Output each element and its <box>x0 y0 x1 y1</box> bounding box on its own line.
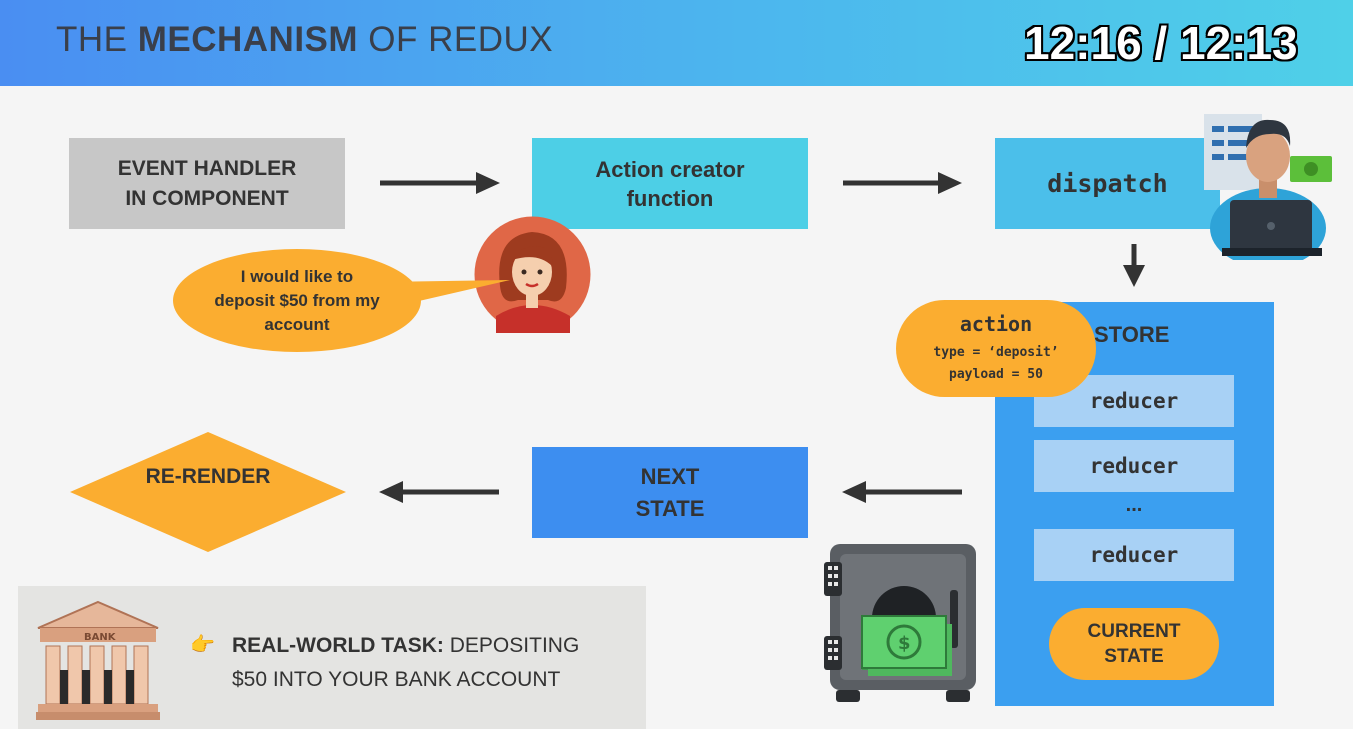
event-handler-box: EVENT HANDLER IN COMPONENT <box>69 138 345 229</box>
event-handler-line1: EVENT HANDLER <box>117 156 297 180</box>
header-banner <box>0 0 1353 86</box>
next-state-box: NEXT STATE <box>532 447 808 538</box>
task-label: REAL-WORLD TASK: <box>232 634 444 657</box>
action-creator-line2: function <box>626 185 714 211</box>
arrow-event-to-action <box>380 172 500 194</box>
vault-icon: $ <box>824 544 976 702</box>
action-object-bubble: action type = ‘deposit’ payload = 50 <box>896 300 1096 397</box>
reducer-ellipsis: ... <box>1125 494 1143 516</box>
arrow-store-to-next-state <box>842 481 962 503</box>
rerender-diamond <box>70 432 346 552</box>
page-title: THE MECHANISM OF REDUX <box>56 20 554 59</box>
speech-line1: I would like to <box>240 266 354 286</box>
reducer-2: reducer <box>1034 440 1234 492</box>
store-label: STORE <box>1094 322 1170 347</box>
banker-avatar-icon <box>1204 114 1332 260</box>
task-description: REAL-WORLD TASK: DEPOSITING $50 INTO YOU… <box>232 629 579 697</box>
task-text-1: DEPOSITING <box>443 634 580 657</box>
pointing-hand-icon: 👉 <box>190 634 215 656</box>
video-timer: 12:16 / 12:13 <box>1024 17 1298 69</box>
bank-building-icon: BANK <box>36 600 160 720</box>
svg-text:$: $ <box>898 633 911 654</box>
bank-sign: BANK <box>84 632 117 643</box>
arrow-next-state-to-rerender <box>379 481 499 503</box>
reducer-3: reducer <box>1034 529 1234 581</box>
task-text-2: $50 INTO YOUR BANK ACCOUNT <box>232 668 561 691</box>
arrow-dispatch-to-store <box>1123 244 1145 287</box>
current-state-line1: CURRENT <box>1087 621 1181 642</box>
next-state-line2: STATE <box>635 495 705 521</box>
action-type-line: type = ‘deposit’ <box>933 344 1059 360</box>
current-state-line2: STATE <box>1104 646 1164 667</box>
dispatch-box: dispatch <box>995 138 1220 229</box>
arrow-action-to-dispatch <box>843 172 962 194</box>
current-state-pill: CURRENT STATE <box>1049 608 1219 680</box>
speech-bubble: I would like to deposit $50 from my acco… <box>173 249 421 352</box>
customer-avatar-icon <box>474 216 591 333</box>
next-state-line1: NEXT <box>640 463 700 489</box>
speech-line2: deposit $50 from my <box>214 290 380 310</box>
action-payload-line: payload = 50 <box>949 366 1043 382</box>
event-handler-line2: IN COMPONENT <box>125 186 289 210</box>
speech-line3: account <box>264 314 330 334</box>
action-creator-box: Action creator function <box>532 138 808 229</box>
action-title: action <box>959 311 1033 336</box>
action-creator-line1: Action creator <box>595 156 745 182</box>
rerender-label: RE-RENDER <box>145 465 271 488</box>
